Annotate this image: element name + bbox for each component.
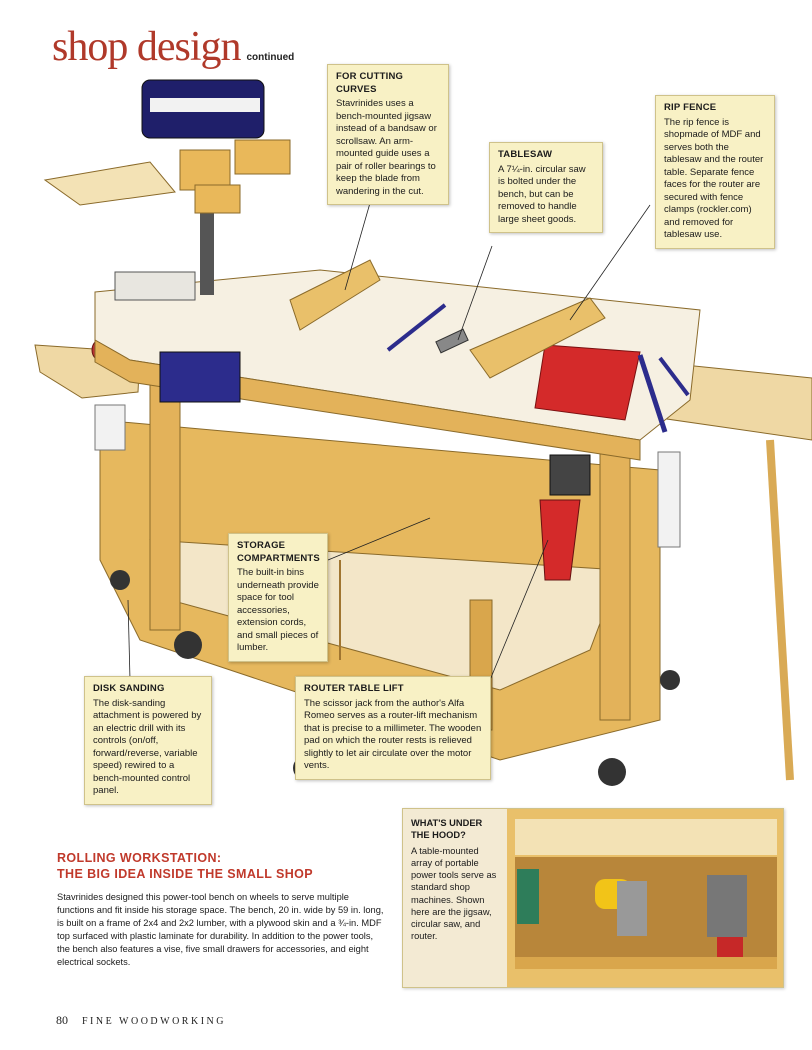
hood-body: A table-mounted array of portable power … xyxy=(411,845,497,942)
caster-4 xyxy=(660,670,680,690)
page-footer: 80 FINE WOODWORKING xyxy=(56,1013,226,1028)
story-body: Stavrinides designed this power-tool ben… xyxy=(57,891,384,968)
callout-title: ROUTER TABLE LIFT xyxy=(304,683,404,694)
callout-title: STORAGE COMPARTMENTS xyxy=(237,540,320,564)
router-plate xyxy=(534,344,641,421)
leader-cutting-curves xyxy=(344,195,373,291)
drill-table xyxy=(43,161,176,206)
callout-body: The scissor jack from the author's Alfa … xyxy=(304,697,482,772)
leader-rip-fence xyxy=(569,204,651,321)
section-subtitle: continued xyxy=(246,52,295,63)
magazine-name: FINE WOODWORKING xyxy=(82,1016,226,1027)
leader-router-lift xyxy=(489,539,549,681)
jigsaw-arm xyxy=(289,259,381,331)
miter-track-1 xyxy=(637,354,668,433)
bench-top-edge xyxy=(94,339,641,461)
storage-box-3 xyxy=(194,184,241,214)
fence-blue-track xyxy=(386,303,447,352)
drill-press-band xyxy=(150,98,260,112)
story-headline: ROLLING WORKSTATION: THE BIG IDEA INSIDE… xyxy=(57,850,387,883)
jigsaw-tool xyxy=(517,869,539,924)
drill-press-base xyxy=(114,271,196,301)
scissor-jack xyxy=(539,499,581,581)
callout-disk-sanding: DISK SANDING The disk-sanding attachment… xyxy=(84,676,212,805)
story-headline-line-2: THE BIG IDEA INSIDE THE SMALL SHOP xyxy=(57,867,313,882)
hood-shelf xyxy=(515,957,777,969)
callout-body: The disk-sanding attachment is powered b… xyxy=(93,697,202,797)
callout-body: The built-in bins underneath provide spa… xyxy=(237,567,319,654)
storage-box-1 xyxy=(179,149,231,191)
section-title: shop design xyxy=(52,24,241,70)
under-the-hood-panel: WHAT'S UNDER THE HOOD? A table-mounted a… xyxy=(402,808,784,988)
vise xyxy=(159,351,241,403)
leader-storage xyxy=(327,517,431,561)
bench-leg-right xyxy=(599,429,631,721)
callout-title: RIP FENCE xyxy=(664,102,717,113)
callout-title: TABLESAW xyxy=(498,149,553,160)
callout-cutting-curves: FOR CUTTING CURVES Stavrinides uses a be… xyxy=(327,64,449,206)
leader-disk-sanding xyxy=(127,599,131,681)
leader-tablesaw xyxy=(457,245,493,341)
page-header: shop design continued xyxy=(52,26,294,68)
router-motor xyxy=(549,454,591,496)
hood-title: WHAT'S UNDER THE HOOD? xyxy=(411,818,483,841)
article-story: ROLLING WORKSTATION: THE BIG IDEA INSIDE… xyxy=(57,850,387,970)
callout-title: FOR CUTTING CURVES xyxy=(336,71,404,95)
storage-box-2 xyxy=(234,139,291,175)
caster-1 xyxy=(110,570,130,590)
callout-body: A 7¼-in. circular saw is bolted under th… xyxy=(498,163,586,225)
callout-tablesaw: TABLESAW A 7¼-in. circular saw is bolted… xyxy=(489,142,603,234)
miter-track-2 xyxy=(658,356,690,397)
callout-body: The rip fence is shopmade of MDF and ser… xyxy=(664,116,764,241)
control-panel xyxy=(94,404,126,451)
callout-router-table-lift: ROUTER TABLE LIFT The scissor jack from … xyxy=(295,676,491,780)
extension-wing-leg xyxy=(766,439,794,781)
outlet-strip xyxy=(657,451,681,548)
page-number: 80 xyxy=(56,1013,68,1027)
hood-underside xyxy=(515,819,777,855)
callout-title: DISK SANDING xyxy=(93,683,165,694)
caster-3 xyxy=(598,758,626,786)
circular-saw-body xyxy=(617,881,647,936)
router-tool xyxy=(707,875,747,937)
callout-storage-compartments: STORAGE COMPARTMENTS The built-in bins u… xyxy=(228,533,328,662)
story-headline-line-1: ROLLING WORKSTATION: xyxy=(57,851,222,865)
caster-2 xyxy=(174,631,202,659)
callout-rip-fence: RIP FENCE The rip fence is shopmade of M… xyxy=(655,95,775,249)
callout-body: Stavrinides uses a bench-mounted jigsaw … xyxy=(336,98,437,197)
hood-caption: WHAT'S UNDER THE HOOD? A table-mounted a… xyxy=(411,817,501,943)
under-hood-illustration xyxy=(507,809,783,987)
